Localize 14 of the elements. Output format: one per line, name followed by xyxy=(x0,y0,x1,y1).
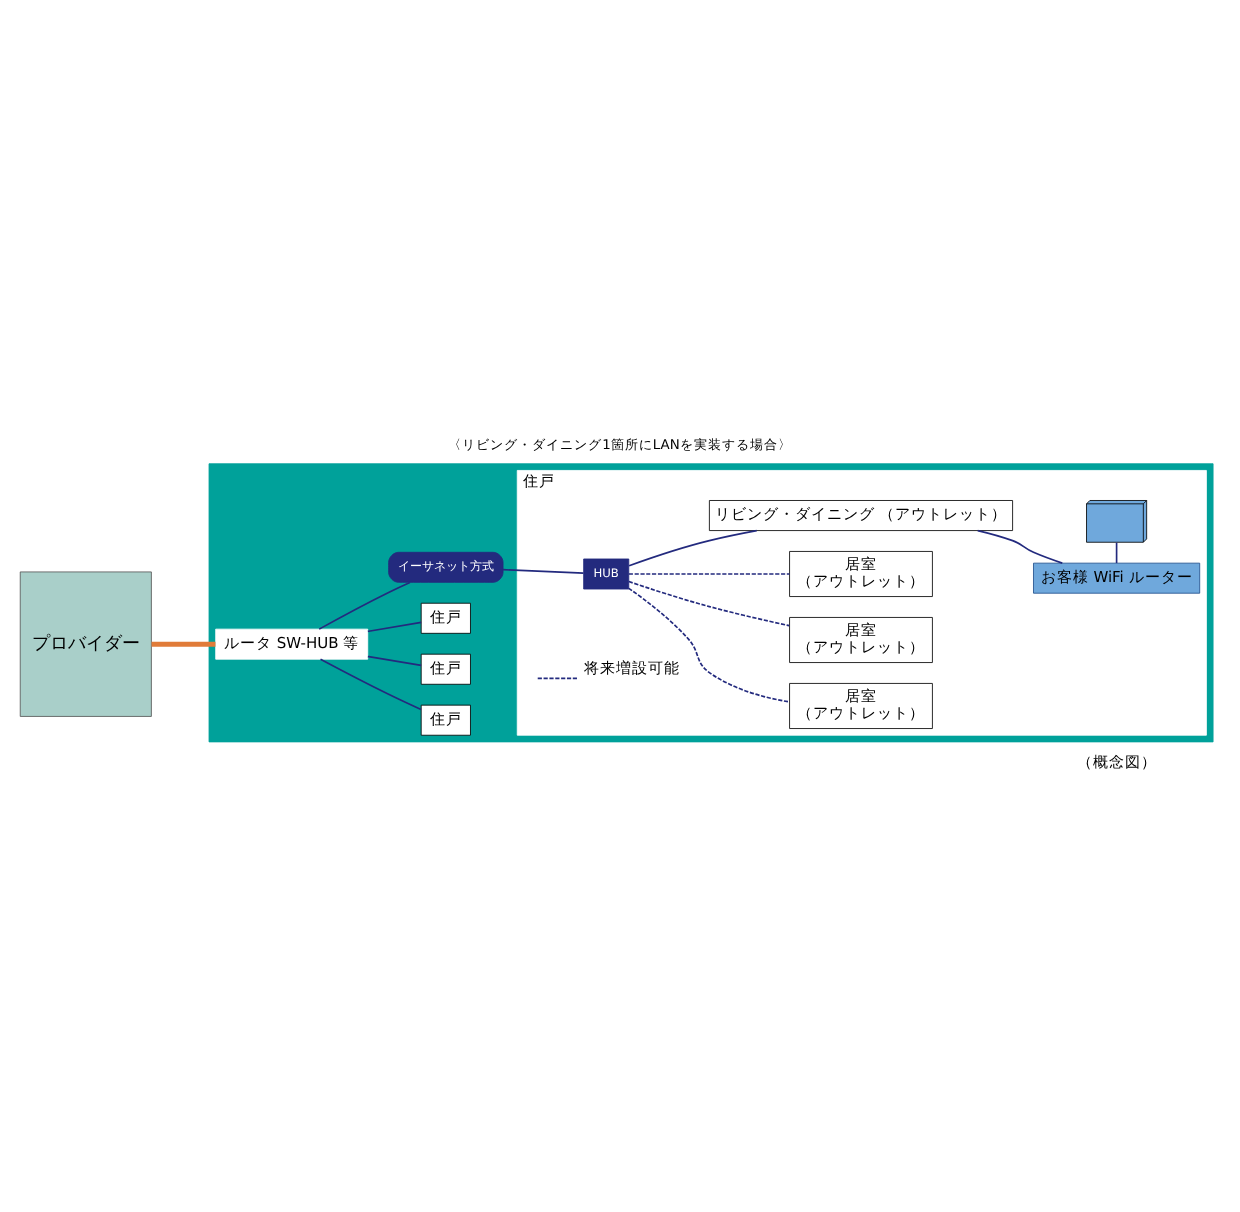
connector xyxy=(367,620,422,632)
connector xyxy=(1115,540,1118,563)
connector xyxy=(628,579,791,626)
connector xyxy=(628,528,758,566)
connector xyxy=(976,528,1064,563)
connector xyxy=(318,580,411,629)
connector xyxy=(502,567,585,573)
connector xyxy=(151,640,216,646)
connector xyxy=(628,572,791,574)
connector xyxy=(627,586,791,702)
connector xyxy=(319,657,422,710)
cluster xyxy=(208,462,1214,742)
connector xyxy=(367,654,422,666)
node-box: プロバイダー xyxy=(19,570,152,716)
